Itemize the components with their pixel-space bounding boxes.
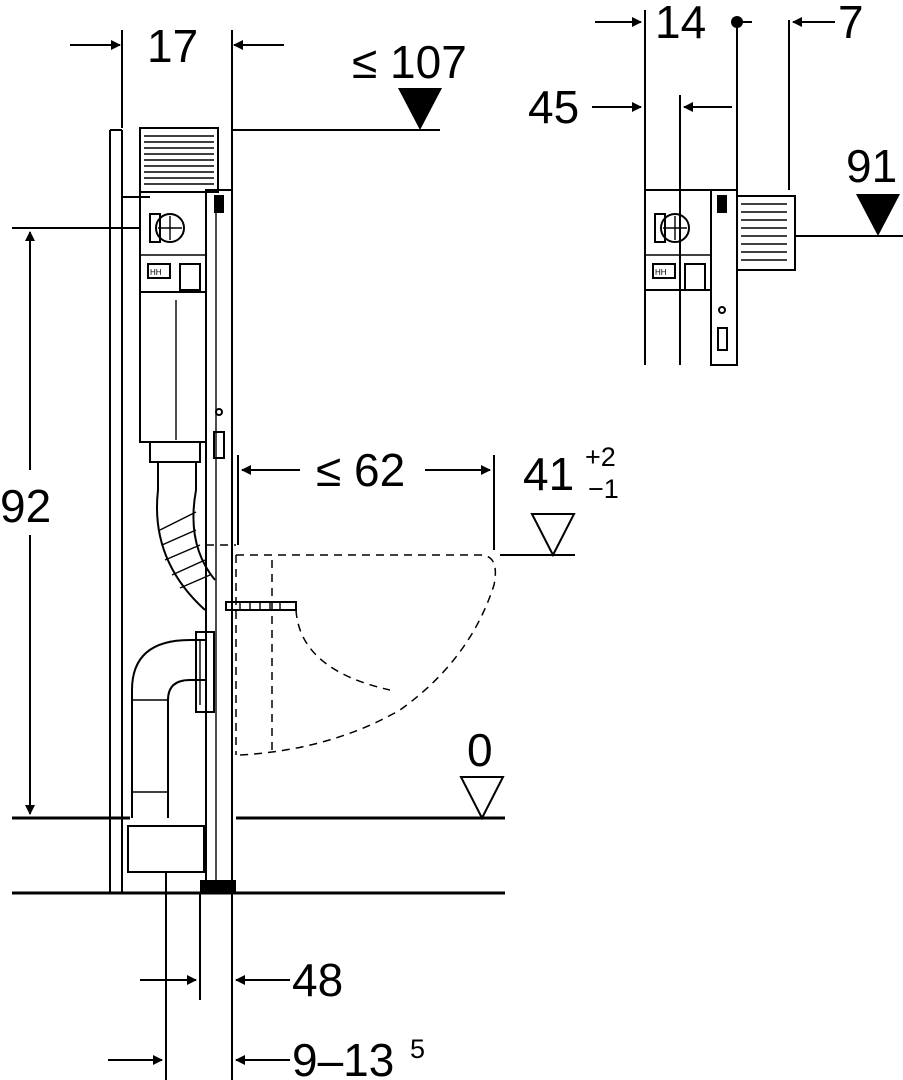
label-alt-offset: 7 xyxy=(838,0,864,48)
label-frame-depth: 17 xyxy=(147,20,198,72)
dimension-alt-distance: 45 xyxy=(528,81,732,133)
alternative-detail-view: HH xyxy=(644,10,796,366)
connector-sleeve xyxy=(205,544,236,700)
label-wall-gap: 9–13 xyxy=(292,1034,394,1080)
label-seat-height: 41 xyxy=(523,448,574,500)
label-alt-height: 91 xyxy=(846,140,897,192)
dimension-alt-offset: 7 xyxy=(792,0,864,48)
dimension-frame-height: 92 xyxy=(0,227,140,815)
dimension-frame-depth: 17 xyxy=(70,20,284,190)
dimension-max-distance: ≤ 62 xyxy=(237,444,495,550)
fixing-bolt xyxy=(225,601,297,611)
waste-pipe xyxy=(127,631,215,873)
dimension-alt-height: 91 xyxy=(795,140,903,237)
svg-text:HH: HH xyxy=(655,268,667,277)
label-seat-tol-plus: +2 xyxy=(585,442,616,472)
dimension-alt-depth: 14 xyxy=(595,0,752,48)
cistern-top xyxy=(122,127,219,198)
floor-lines xyxy=(12,816,505,895)
label-frame-height: 92 xyxy=(0,480,51,532)
label-alt-depth: 14 xyxy=(655,0,706,48)
dimension-floor-level: 0 xyxy=(459,724,505,821)
label-pipe-offset: 48 xyxy=(292,954,343,1006)
cistern-body: HH xyxy=(139,191,207,463)
dimension-seat-height: 41 +2 −1 xyxy=(500,442,619,558)
dimension-top-height: ≤ 107 xyxy=(232,36,467,131)
wall xyxy=(109,129,123,893)
label-alt-distance: 45 xyxy=(528,81,579,133)
main-side-view: HH xyxy=(12,127,505,895)
frame-upright xyxy=(200,189,236,893)
dimension-wall-gap: 9–13 5 xyxy=(108,872,425,1080)
label-top-height: ≤ 107 xyxy=(352,36,467,88)
label-max-distance: ≤ 62 xyxy=(316,444,405,496)
toilet-bowl-outline xyxy=(235,554,497,756)
dimension-pipe-offset: 48 xyxy=(140,893,343,1080)
label-floor-level: 0 xyxy=(467,724,493,776)
flush-pipe xyxy=(156,462,216,611)
label-seat-tol-minus: −1 xyxy=(588,474,619,504)
svg-text:HH: HH xyxy=(150,268,162,277)
label-wall-gap-sup: 5 xyxy=(410,1034,425,1064)
